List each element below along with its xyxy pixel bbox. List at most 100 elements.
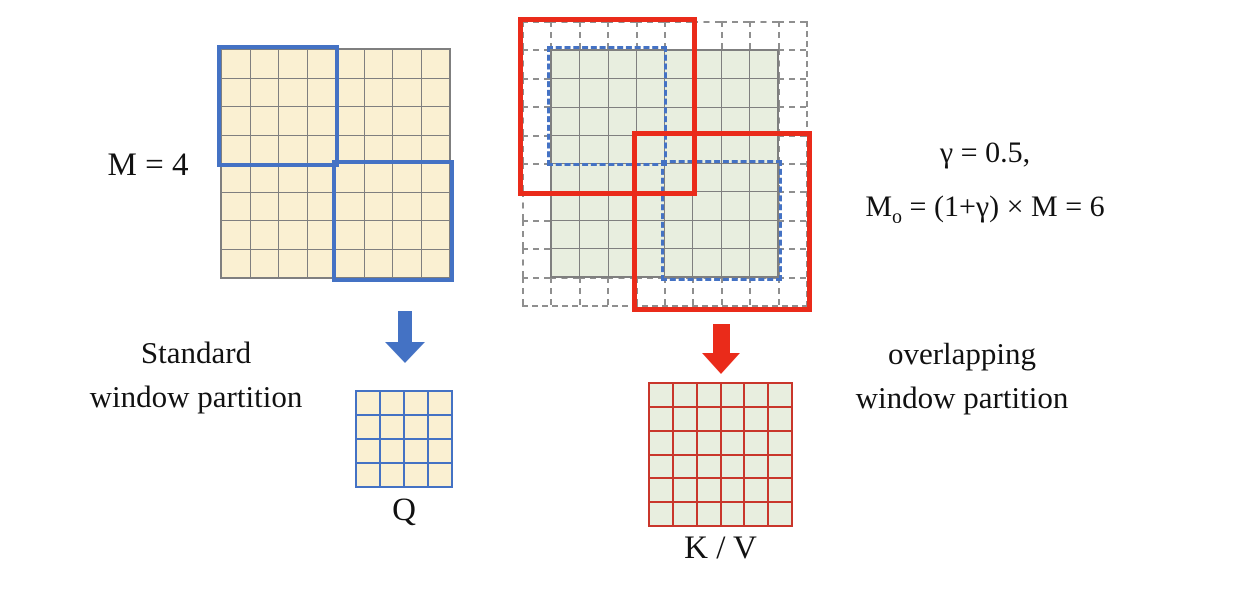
grid-cell	[608, 135, 636, 163]
grid-cell	[336, 192, 364, 220]
grid-cell	[364, 50, 392, 78]
grid-cell	[636, 248, 664, 276]
grid-cell	[777, 77, 806, 107]
grid-cell	[357, 416, 379, 438]
grid-cell	[307, 249, 335, 277]
grid-cell	[250, 164, 278, 192]
grid-cell	[721, 455, 744, 478]
grid-cell	[608, 248, 636, 276]
grid-cell	[279, 249, 307, 277]
grid-cell	[421, 107, 449, 135]
grid-cell	[421, 78, 449, 106]
grid-cell	[393, 192, 421, 220]
grid-cell	[721, 192, 749, 220]
red-down-arrow-icon	[702, 324, 740, 374]
grid-cell	[665, 220, 693, 248]
grid-cell	[279, 192, 307, 220]
kv-label: K / V	[684, 530, 757, 566]
dashed-window-bottom-right	[661, 160, 782, 281]
grid-cell	[429, 464, 451, 486]
grid-cell	[769, 407, 791, 430]
grid-cell	[222, 78, 250, 106]
grid-cell	[721, 248, 749, 276]
grid-cell	[721, 431, 744, 454]
grid-cell	[421, 164, 449, 192]
grid-cell	[250, 135, 278, 163]
grid-cell	[636, 220, 664, 248]
grid-cell	[279, 107, 307, 135]
grid-cell	[769, 479, 791, 502]
grid-cell	[222, 249, 250, 277]
grid-cell	[279, 50, 307, 78]
grid-cell	[697, 479, 720, 502]
grid-cell	[769, 431, 791, 454]
grid-cell	[665, 192, 693, 220]
grid-cell	[745, 384, 768, 406]
grid-cell	[552, 192, 580, 220]
grid-cell	[720, 21, 750, 50]
grid-cell	[636, 135, 664, 163]
grid-cell	[522, 162, 551, 192]
standard-window-bottom-right	[332, 160, 454, 282]
grid-cell	[608, 164, 636, 192]
grid-cell	[777, 276, 806, 305]
grid-cell	[222, 192, 250, 220]
grid-cell	[578, 21, 608, 50]
grid-cell	[336, 221, 364, 249]
grid-cell	[405, 392, 427, 414]
overlap-window-bottom-right	[632, 131, 812, 312]
grid-cell	[578, 276, 608, 305]
grid-cell	[721, 51, 749, 79]
grid-cell	[673, 455, 696, 478]
grid-cell	[364, 164, 392, 192]
grid-cell	[693, 51, 721, 79]
grid-cell	[336, 78, 364, 106]
grid-cell	[550, 21, 579, 50]
grid-cell	[307, 135, 335, 163]
grid-cell	[552, 164, 580, 192]
overlapping-caption-line-2: window partition	[855, 380, 1069, 416]
grid-cell	[745, 431, 768, 454]
grid-cell	[250, 221, 278, 249]
grid-cell	[673, 431, 696, 454]
grid-cell	[405, 464, 427, 486]
grid-cell	[393, 135, 421, 163]
grid-cell	[421, 135, 449, 163]
grid-cell	[336, 249, 364, 277]
grid-cell	[393, 249, 421, 277]
grid-cell	[608, 79, 636, 107]
grid-cell	[222, 164, 250, 192]
mo-formula-base: M	[865, 189, 893, 223]
grid-cell	[749, 107, 777, 135]
grid-cell	[745, 407, 768, 430]
m-label: M = 4	[107, 147, 189, 183]
red-arrow-shaft	[712, 324, 730, 353]
grid-cell	[336, 50, 364, 78]
grid-cell	[749, 79, 777, 107]
grid-cell	[429, 416, 451, 438]
grid-cell	[364, 192, 392, 220]
grid-cell	[522, 219, 551, 249]
grid-cell	[693, 220, 721, 248]
grid-cell	[721, 479, 744, 502]
grid-cell	[636, 107, 664, 135]
grid-cell	[393, 78, 421, 106]
grid-cell	[777, 21, 806, 50]
grid-cell	[364, 249, 392, 277]
grid-cell	[364, 78, 392, 106]
standard-caption: Standard window partition	[28, 331, 364, 419]
grid-cell	[522, 21, 551, 50]
grid-cell	[307, 192, 335, 220]
grid-cell	[665, 51, 693, 79]
standard-caption-line-1: Standard	[140, 335, 252, 370]
grid-cell	[336, 164, 364, 192]
grid-cell	[580, 107, 608, 135]
overlapping-caption: overlapping window partition	[795, 332, 1129, 420]
grid-cell	[607, 21, 636, 50]
grid-cell	[580, 220, 608, 248]
grid-cell	[552, 220, 580, 248]
grid-cell	[673, 503, 696, 525]
grid-cell	[357, 440, 379, 462]
grid-cell	[307, 221, 335, 249]
dashed-window-top-left	[547, 46, 667, 166]
